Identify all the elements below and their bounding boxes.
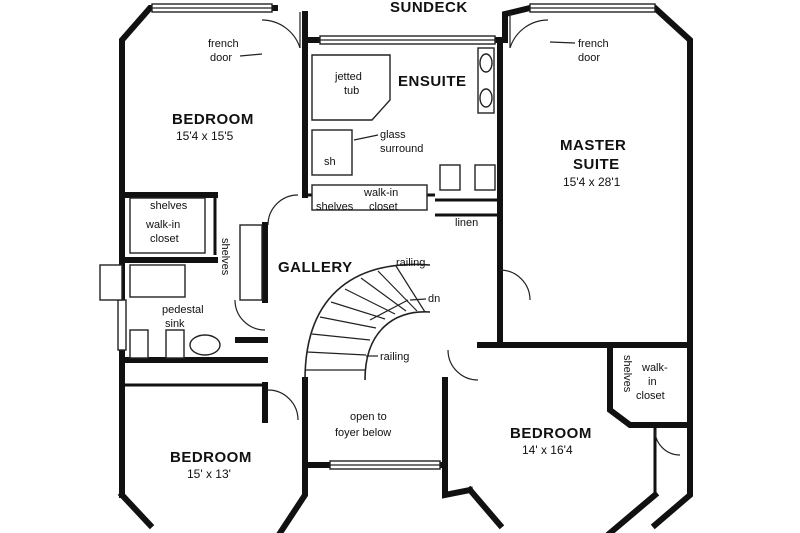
doors bbox=[234, 12, 681, 456]
jetted-tub-label-1: jetted bbox=[334, 71, 362, 83]
walkin-se-label-2: in bbox=[648, 376, 657, 388]
walkin-se-label-3: closet bbox=[636, 390, 665, 402]
bedroom-nw-label: BEDROOM bbox=[172, 111, 254, 128]
shower-label: sh bbox=[324, 156, 336, 168]
open-to-label: open to bbox=[350, 411, 387, 423]
bedroom-nw-dimensions: 15'4 x 15'5 bbox=[176, 129, 234, 143]
suite-label: SUITE bbox=[573, 156, 620, 173]
french-door-right-label-1: french bbox=[578, 38, 609, 50]
bedroom-se-dimensions: 14' x 16'4 bbox=[522, 443, 573, 457]
shelves-nw-label: shelves bbox=[150, 200, 188, 212]
walkin-se-label-1: walk- bbox=[641, 362, 668, 374]
walkin-ensuite-label-1: walk-in bbox=[363, 187, 398, 199]
linen-label: linen bbox=[455, 217, 478, 229]
shelves-vertical-label: shelves bbox=[219, 238, 231, 276]
down-leader bbox=[409, 298, 427, 301]
shelves-se-label: shelves bbox=[621, 355, 633, 393]
french-door-right-label-2: door bbox=[578, 52, 600, 64]
sundeck-label: SUNDECK bbox=[390, 0, 468, 16]
walkin-nw-label-2: closet bbox=[150, 233, 179, 245]
french-door-left-label-2: door bbox=[210, 52, 232, 64]
master-label: MASTER bbox=[560, 137, 626, 154]
bedroom-sw-dimensions: 15' x 13' bbox=[187, 467, 231, 481]
walkin-nw-label-1: walk-in bbox=[145, 219, 180, 231]
gallery-label: GALLERY bbox=[278, 259, 353, 276]
bedroom-se-label: BEDROOM bbox=[510, 425, 592, 442]
windows bbox=[117, 3, 656, 470]
pedestal-sink-label-2: sink bbox=[165, 318, 185, 330]
foyer-below-label: foyer below bbox=[335, 427, 391, 439]
railing-top-label: railing bbox=[396, 257, 425, 269]
ensuite-fixtures bbox=[311, 47, 496, 211]
staircase bbox=[304, 263, 431, 381]
labels: SUNDECK BEDROOM 15'4 x 15'5 ENSUITE MAST… bbox=[145, 0, 668, 481]
pedestal-sink-label-1: pedestal bbox=[162, 304, 204, 316]
french-door-right-leader bbox=[549, 41, 576, 44]
master-dimensions: 15'4 x 28'1 bbox=[563, 175, 621, 189]
jetted-tub-label-2: tub bbox=[344, 85, 359, 97]
bedroom-sw-label: BEDROOM bbox=[170, 449, 252, 466]
glass-surround-leader bbox=[353, 134, 379, 141]
french-door-left-label-1: french bbox=[208, 38, 239, 50]
down-label: dn bbox=[428, 293, 440, 305]
glass-surround-label-2: surround bbox=[380, 143, 423, 155]
west-bath-fixtures bbox=[99, 197, 263, 359]
shelves-ensuite-label: shelves bbox=[316, 201, 354, 213]
glass-surround-label-1: glass bbox=[380, 129, 406, 141]
railing-bottom-label: railing bbox=[380, 351, 409, 363]
french-door-left-leader bbox=[239, 53, 263, 57]
ensuite-label: ENSUITE bbox=[398, 73, 467, 90]
walkin-ensuite-label-2: closet bbox=[369, 201, 398, 213]
